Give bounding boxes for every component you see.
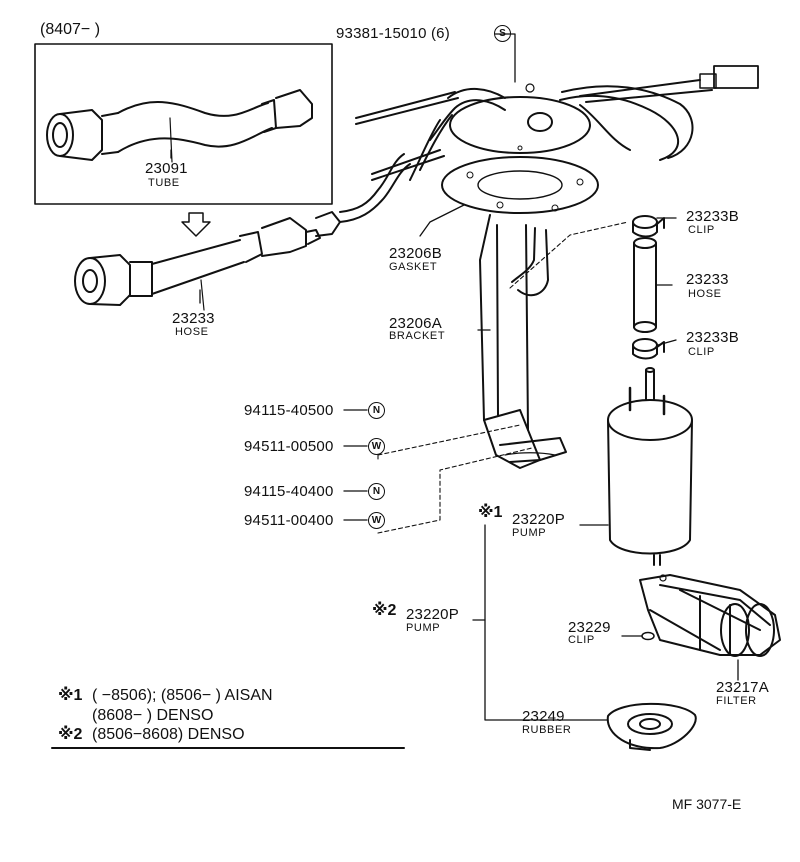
inset-date-range: (8407− )	[40, 21, 101, 38]
clip-top-part-number: 23233B	[686, 208, 739, 225]
hose-main-name: HOSE	[175, 326, 209, 338]
clip-bottom-name: CLIP	[688, 346, 715, 358]
gasket-name: GASKET	[389, 261, 438, 273]
spec-symbol-s: S	[494, 25, 511, 42]
clip-small-part-number: 23229	[568, 619, 611, 636]
note-1-text: ( −8506); (8506− ) AISAN	[92, 687, 273, 704]
clip-bottom-part-number: 23233B	[686, 329, 739, 346]
fastener-1-part-number: 94115-40500	[244, 402, 334, 419]
rubber-part-number: 23249	[522, 708, 565, 725]
gasket-part-number: 23206B	[389, 245, 442, 262]
pump1-part-number: 23220P	[512, 511, 565, 528]
hose-23233-drawing	[74, 153, 411, 311]
pump2-part-number: 23220P	[406, 606, 459, 623]
clip-small-name: CLIP	[568, 634, 595, 646]
hose-main-part-number: 23233	[172, 310, 215, 327]
clip-top-drawing	[632, 215, 665, 238]
rubber-name: RUBBER	[522, 724, 572, 736]
hose-small-drawing	[633, 237, 657, 333]
top-bolt-part-number: 93381-15010 (6)	[336, 25, 450, 42]
sender-flange-drawing	[355, 65, 759, 214]
pump-drawing	[607, 367, 693, 566]
fastener-2-part-number: 94511-00500	[244, 438, 334, 455]
spec-symbol-w: W	[368, 512, 385, 529]
rubber-drawing	[606, 702, 697, 751]
pump2-name: PUMP	[406, 622, 441, 634]
filter-drawing	[639, 574, 781, 657]
clip-small-drawing	[641, 631, 655, 641]
spec-symbol-n: N	[368, 402, 385, 419]
note-1-mark: ※1	[58, 687, 83, 704]
bracket-name: BRACKET	[389, 330, 446, 342]
pump2-mark: ※2	[372, 602, 397, 619]
note-3-mark: ※2	[58, 726, 83, 743]
tube-part-number: 23091	[145, 160, 188, 177]
bracket-drawing	[479, 214, 567, 469]
note-3-text: (8506−8608) DENSO	[92, 726, 245, 743]
inset-frame	[34, 43, 333, 205]
tube-23091-drawing	[46, 89, 313, 163]
hose-small-name: HOSE	[688, 288, 722, 300]
clip-bottom-drawing	[632, 338, 665, 360]
fastener-3-part-number: 94115-40400	[244, 483, 334, 500]
spec-symbol-n: N	[368, 483, 385, 500]
pump1-mark: ※1	[478, 504, 503, 521]
spec-symbol-w: W	[368, 438, 385, 455]
hose-small-part-number: 23233	[686, 271, 729, 288]
diagram-code: MF 3077-E	[672, 796, 742, 812]
clip-top-name: CLIP	[688, 224, 715, 236]
tube-name: TUBE	[148, 177, 180, 189]
filter-part-number: 23217A	[716, 679, 769, 696]
bracket-part-number: 23206A	[389, 315, 442, 332]
filter-name: FILTER	[716, 695, 757, 707]
down-arrow	[181, 212, 211, 237]
fastener-4-part-number: 94511-00400	[244, 512, 334, 529]
note-2-text: (8608− ) DENSO	[92, 707, 214, 724]
pump1-name: PUMP	[512, 527, 547, 539]
